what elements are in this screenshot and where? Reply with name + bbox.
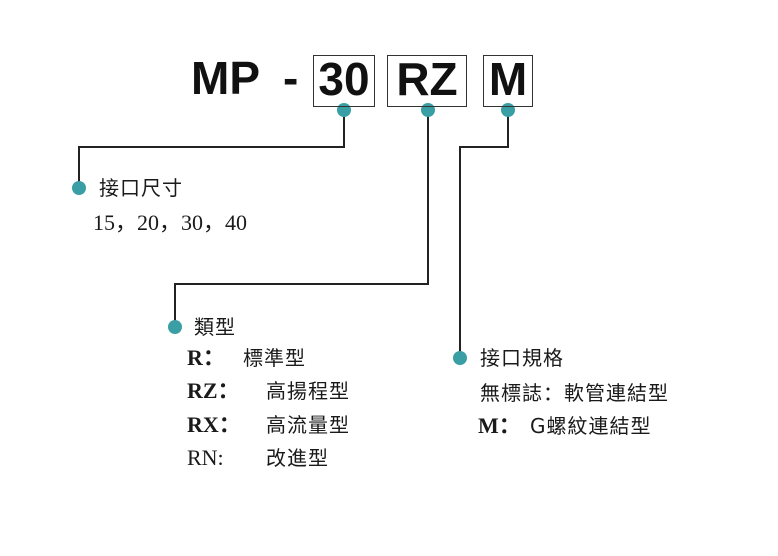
type-option-code: RZ： [187, 378, 240, 403]
type-section-title: 類型 [194, 315, 236, 339]
type-connector-line [174, 110, 429, 327]
type-option-code: RN: [187, 445, 224, 470]
size-values: 15，20，30，40 [93, 210, 248, 235]
type-option-label: 高揚程型 [266, 379, 350, 403]
spec-connector-line [459, 110, 509, 358]
code-spec-box: M [483, 55, 533, 107]
spec-option-label: 無標誌：軟管連結型 [480, 381, 669, 405]
type-option-code: R： [187, 345, 225, 370]
code-size-box: 30 [313, 55, 375, 107]
type-option-label: 高流量型 [266, 413, 350, 437]
size-section-title: 接口尺寸 [99, 176, 183, 200]
type-bullet-dot [168, 320, 182, 334]
code-prefix: MP [191, 52, 260, 104]
size-bullet-dot [72, 181, 86, 195]
spec-option-code: M： [478, 413, 521, 438]
spec-option-label: G螺紋連結型 [530, 414, 652, 438]
size-connector-line [78, 110, 345, 188]
spec-bullet-dot [453, 351, 467, 365]
code-type-box: RZ [387, 55, 467, 107]
type-option-label: 標準型 [243, 346, 306, 370]
type-option-code: RX： [187, 412, 241, 437]
type-option-label: 改進型 [266, 446, 329, 470]
code-dash: - [283, 52, 299, 104]
spec-section-title: 接口規格 [480, 346, 564, 370]
